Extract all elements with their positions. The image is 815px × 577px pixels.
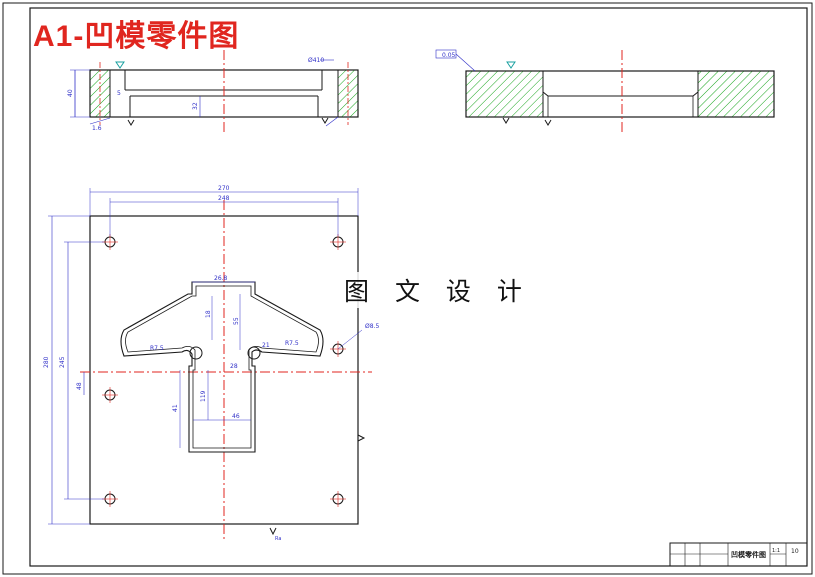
- bolt-hole: [330, 234, 346, 250]
- dim-depth-32: 32: [192, 102, 199, 110]
- dim-top-holes: 248: [218, 195, 230, 202]
- bolt-hole: [102, 234, 118, 250]
- dim-bottom-symbol: Ra: [275, 536, 281, 542]
- bolt-hole: [102, 491, 118, 507]
- bolt-hole: [330, 491, 346, 507]
- relief-hole: [247, 346, 261, 360]
- die-cavity-outline: [120, 281, 324, 453]
- dim-radius-left: R7.5: [150, 345, 164, 352]
- dim-len-c: 18: [205, 310, 212, 318]
- hatch-right: [697, 70, 775, 118]
- dim-len-a: 41: [172, 404, 179, 412]
- dim-len-b: 119: [200, 390, 207, 402]
- drawing-title: A1-凹模零件图: [33, 20, 240, 53]
- dim-top-overall: 270: [218, 185, 230, 192]
- dim-left-holes: 245: [59, 356, 66, 368]
- dim-ra: 1.6: [92, 125, 102, 132]
- dim-radius-right: R7.5: [285, 340, 299, 347]
- section-view-left: 40 32 5 1.6 Ø410: [67, 50, 359, 135]
- roughness-symbol: [127, 119, 135, 126]
- watermark-text: 图 文 设 计: [340, 272, 535, 308]
- roughness-symbol: [502, 117, 510, 124]
- roughness-symbol: [544, 119, 552, 126]
- dim-slot-top: 26.8: [214, 275, 228, 282]
- dim-left-overall: 280: [43, 356, 50, 368]
- dim-height-40: 40: [67, 89, 74, 97]
- dim-hole-dia: Ø8.5: [365, 323, 379, 330]
- roughness-symbol: [506, 61, 516, 69]
- title-block-part-name: 凹模零件图: [731, 550, 766, 559]
- frame-border: [29, 7, 808, 567]
- roughness-symbol: [269, 527, 277, 536]
- flatness-tolerance: 0.05: [442, 52, 456, 59]
- dim-diameter: Ø410: [308, 57, 324, 64]
- roughness-symbol: [357, 434, 366, 442]
- dim-slot-depth: 55: [233, 317, 240, 325]
- title-block-scale: 1:1: [772, 548, 780, 554]
- roughness-symbol: [115, 61, 125, 69]
- plan-view: 270 248 280 245 48 26.8 55 46 R7.5 R7.5 …: [43, 185, 379, 542]
- dim-left-small: 48: [76, 382, 83, 390]
- section-view-right: 0.05: [435, 49, 775, 135]
- dim-slot-width: 46: [232, 413, 240, 420]
- roughness-symbol: [321, 117, 329, 124]
- title-block-sheet: 10: [791, 548, 799, 555]
- hatch-left: [465, 70, 544, 118]
- bolt-hole: [102, 387, 118, 403]
- title-block: 凹模零件图 1:1 10: [669, 542, 808, 567]
- dim-21: 21: [262, 342, 270, 349]
- dim-28: 28: [230, 363, 238, 370]
- dim-step-5: 5: [117, 90, 121, 97]
- relief-hole: [189, 346, 203, 360]
